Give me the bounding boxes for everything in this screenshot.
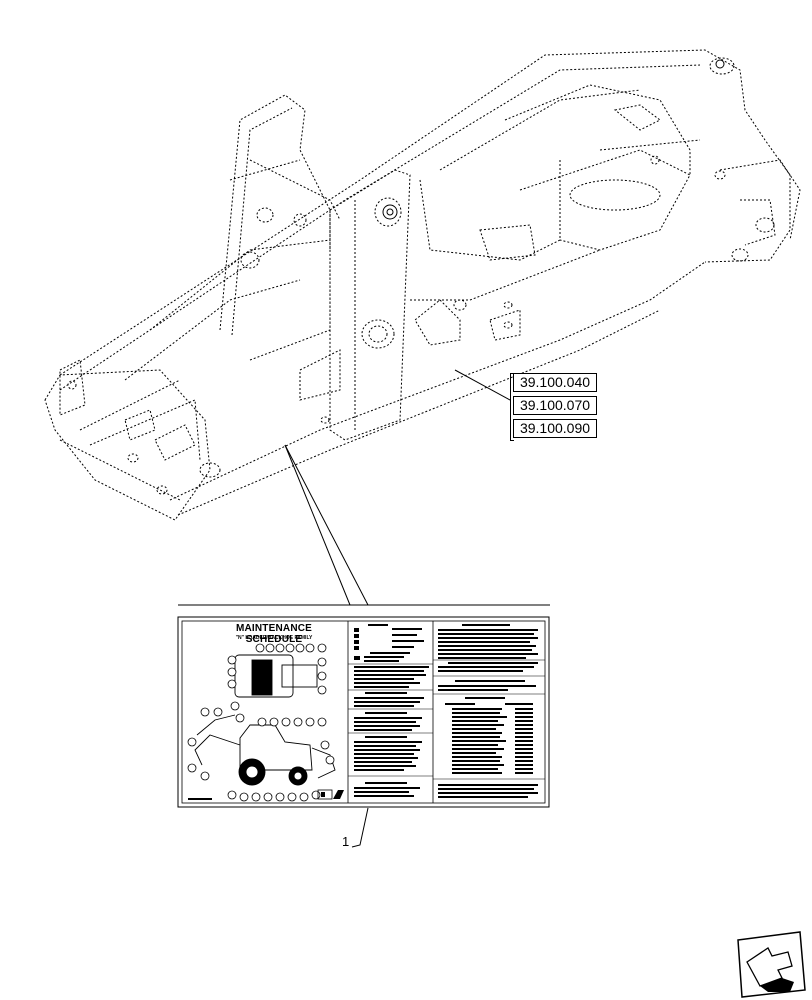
next-page-arrow-icon[interactable] bbox=[737, 931, 806, 998]
reference-bracket bbox=[510, 373, 514, 441]
decal-text-columns bbox=[354, 624, 538, 798]
leader-lines bbox=[178, 369, 550, 848]
decal-title: MAINTENANCE SCHEDULE bbox=[235, 623, 313, 645]
decal-section-dividers bbox=[348, 659, 545, 780]
decal-machine-illustration bbox=[194, 654, 336, 786]
reference-39-100-070[interactable]: 39.100.070 bbox=[513, 396, 597, 415]
decal-callout-circles bbox=[187, 643, 335, 802]
maintenance-decal bbox=[177, 616, 550, 808]
decal-subtitle: "N" LOADER/BACKHOE FAMILY bbox=[235, 635, 313, 641]
part-callout-1: 1 bbox=[342, 834, 350, 849]
frame-holes bbox=[67, 57, 775, 495]
reference-39-100-040[interactable]: 39.100.040 bbox=[513, 373, 597, 392]
reference-39-100-090[interactable]: 39.100.090 bbox=[513, 419, 597, 438]
loader-backhoe-frame bbox=[44, 49, 801, 521]
decal-logos bbox=[188, 789, 344, 800]
